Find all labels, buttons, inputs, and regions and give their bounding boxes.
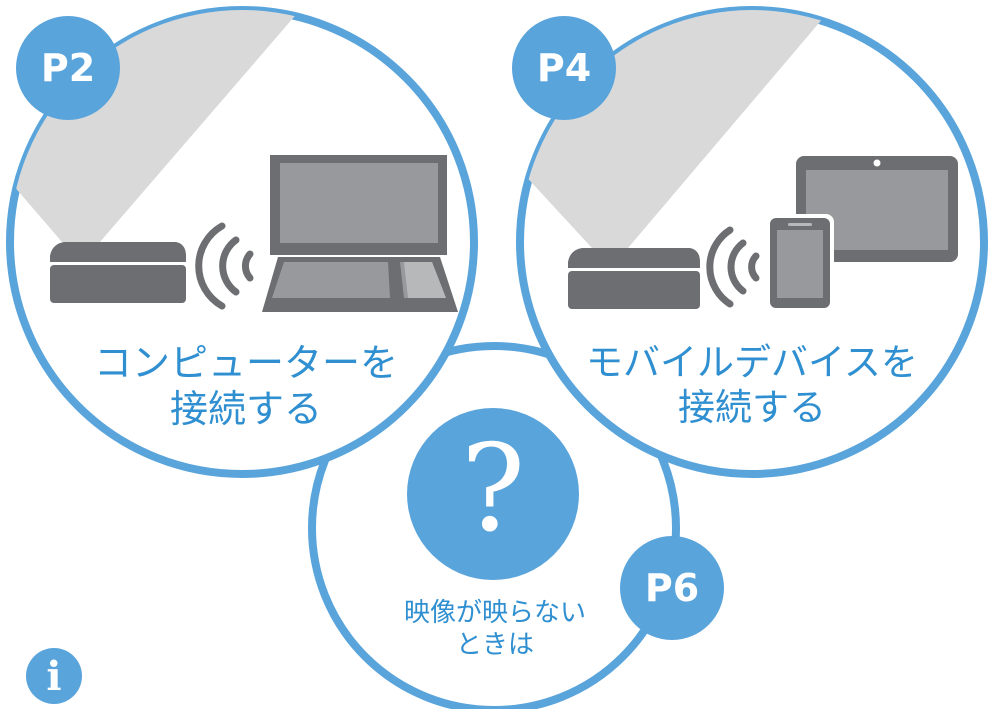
computer-label[interactable]: コンピューターを 接続する [60, 340, 432, 433]
smartphone-icon [766, 214, 834, 312]
trouble-label-line2: ときは [455, 629, 534, 660]
trouble-label[interactable]: 映像が映らない ときは [370, 598, 620, 661]
question-icon: ? [407, 408, 579, 580]
mobile-label-line1: モバイルデバイスを [586, 341, 918, 384]
svg-text:i: i [46, 653, 61, 700]
page-badge-p4[interactable]: P4 [512, 16, 616, 120]
page-badge-p2[interactable]: P2 [16, 16, 120, 120]
info-icon: i [26, 648, 82, 704]
mobile-label[interactable]: モバイルデバイスを 接続する [552, 340, 952, 430]
laptop-icon [262, 155, 458, 312]
projector-left-icon [50, 242, 186, 303]
mobile-label-line2: 接続する [678, 386, 826, 430]
page-badge-p6[interactable]: P6 [620, 536, 724, 640]
computer-label-line2: 接続する [169, 387, 322, 432]
wifi-signal-right-icon [706, 226, 760, 308]
svg-text:?: ? [461, 420, 525, 559]
projector-right-icon [568, 248, 700, 309]
trouble-label-line1: 映像が映らない [403, 598, 586, 628]
wifi-signal-left-icon [195, 222, 254, 310]
computer-label-line1: コンピューターを [93, 341, 398, 385]
